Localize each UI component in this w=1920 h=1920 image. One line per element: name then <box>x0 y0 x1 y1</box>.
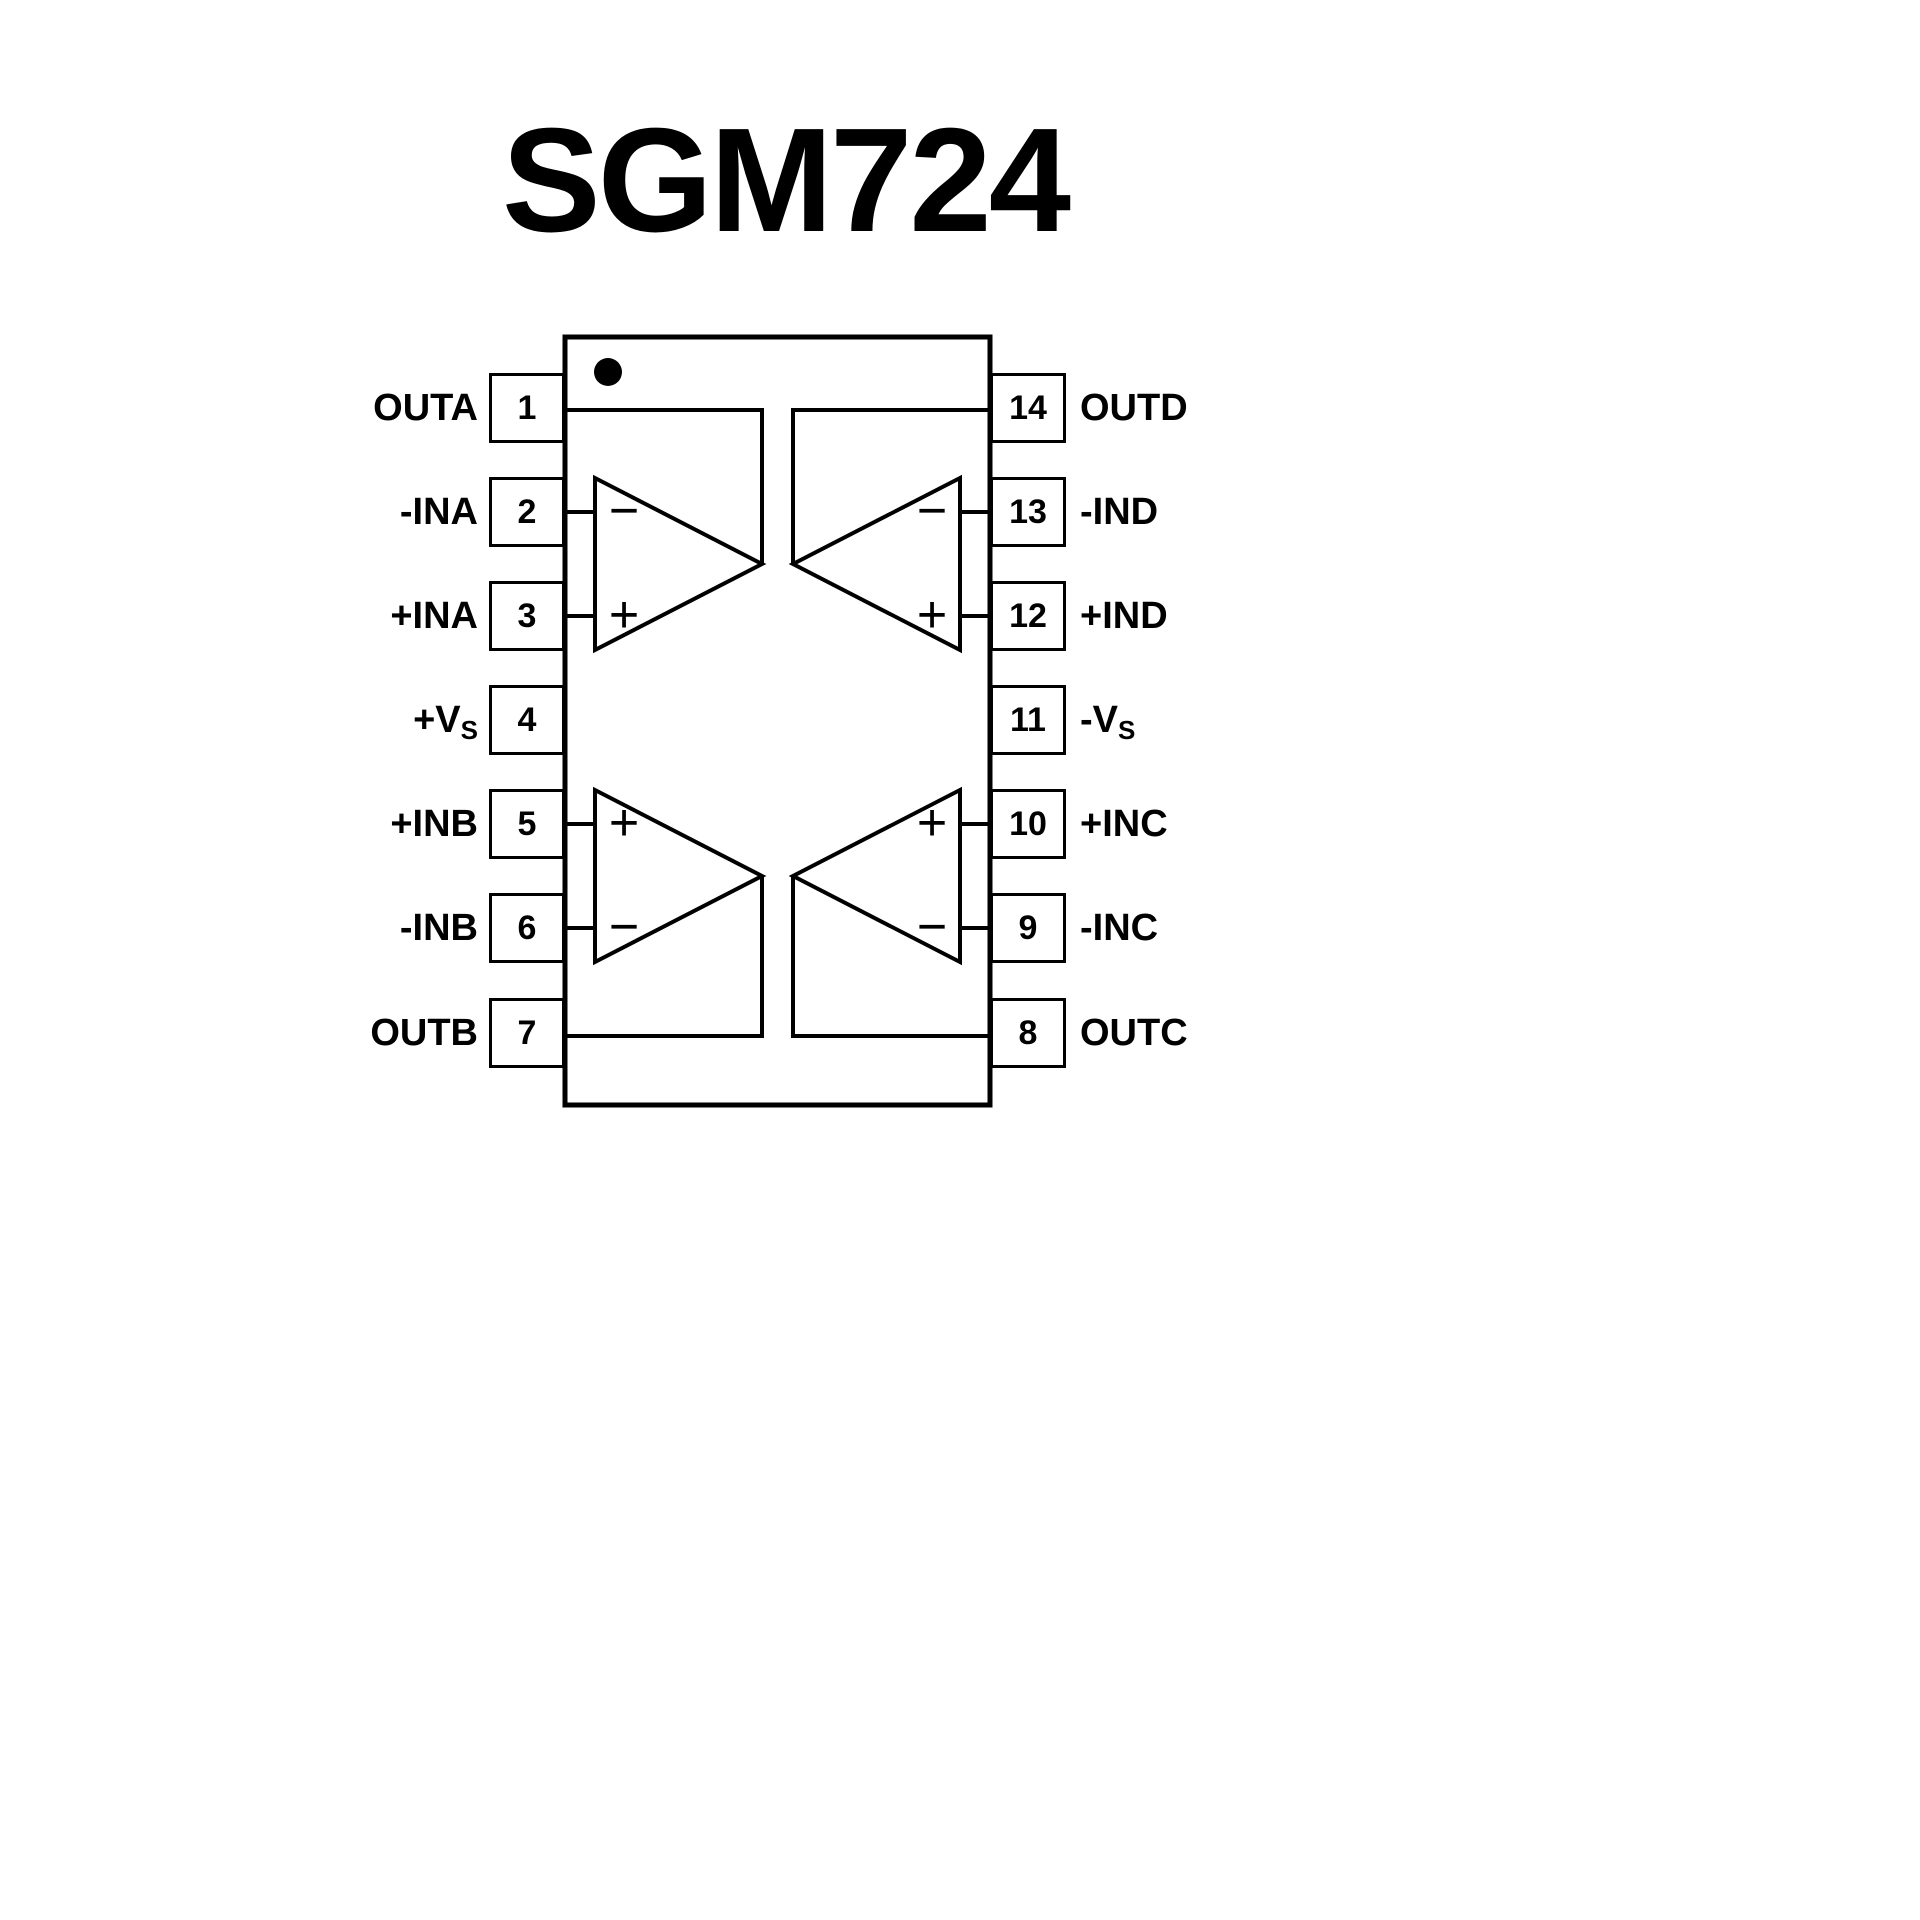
pin-box-2: 2 <box>489 477 565 547</box>
pin-box-6: 6 <box>489 893 565 963</box>
pin1-marker-dot <box>594 358 622 386</box>
pin-number-10: 10 <box>1009 804 1047 843</box>
pin-label-inb-neg: -INB <box>250 902 478 954</box>
pin-box-8: 8 <box>990 998 1066 1068</box>
opamp-a-triangle <box>593 474 767 654</box>
opamp-a-top-sign: − <box>609 482 639 540</box>
pin-label-text: -V <box>1080 699 1118 741</box>
pin-label-inc-pos: +INC <box>1080 798 1360 850</box>
pin-label-inb-pos: +INB <box>250 798 478 850</box>
opamp-c-triangle <box>788 786 962 966</box>
pin-label-vs-pos: +VS <box>250 694 478 746</box>
outc-wire <box>791 877 990 1038</box>
outd-wire <box>791 408 990 563</box>
pin-label-outc: OUTC <box>1080 1007 1360 1059</box>
page-title: SGM724 <box>501 98 1071 263</box>
pin-label-text: +INB <box>390 803 478 845</box>
pin-number-6: 6 <box>517 908 537 947</box>
opamp-b-triangle <box>593 786 767 966</box>
pin-number-9: 9 <box>1018 908 1038 947</box>
opamp-c-top-sign: + <box>917 794 947 852</box>
opamp-d-top-sign: − <box>917 482 947 540</box>
pin-box-13: 13 <box>990 477 1066 547</box>
pin-box-5: 5 <box>489 789 565 859</box>
outa-wire <box>565 408 764 563</box>
pin-number-14: 14 <box>1009 388 1047 427</box>
pin-number-3: 3 <box>517 596 537 635</box>
ic-body <box>562 334 993 1108</box>
pin-number-4: 4 <box>517 700 537 739</box>
pin-label-text: OUTA <box>373 387 478 429</box>
pin-box-11: 11 <box>990 685 1066 755</box>
pin-label-vs-neg: -VS <box>1080 694 1360 746</box>
opamp-b-top-sign: + <box>609 794 639 852</box>
pin-label-text: -INA <box>399 491 478 533</box>
pin-box-12: 12 <box>990 581 1066 651</box>
pin-number-11: 11 <box>1010 700 1046 739</box>
pin-box-9: 9 <box>990 893 1066 963</box>
pin-label-text: -INB <box>399 907 478 949</box>
pin-number-2: 2 <box>517 492 537 531</box>
pin-label-text: OUTD <box>1080 387 1188 429</box>
pin-label-text: OUTB <box>370 1012 478 1054</box>
pin-box-14: 14 <box>990 373 1066 443</box>
pin-box-3: 3 <box>489 581 565 651</box>
pin-box-7: 7 <box>489 998 565 1068</box>
pin-label-inc-neg: -INC <box>1080 902 1360 954</box>
pin-number-12: 12 <box>1009 596 1047 635</box>
pin-number-5: 5 <box>517 804 537 843</box>
outb-wire <box>565 877 764 1038</box>
pin-label-text: +INC <box>1080 803 1168 845</box>
pin-label-text: +V <box>413 699 461 741</box>
pin-number-8: 8 <box>1018 1013 1038 1052</box>
pin-number-7: 7 <box>517 1013 537 1052</box>
opamp-b-bottom-sign: − <box>609 898 639 956</box>
pin-label-text: -INC <box>1080 907 1159 949</box>
pin-label-text: +INA <box>390 595 478 637</box>
pin-label-outd: OUTD <box>1080 382 1360 434</box>
pin-box-1: 1 <box>489 373 565 443</box>
opamp-d-bottom-sign: + <box>917 586 947 644</box>
pin-label-subscript: S <box>460 715 478 745</box>
opamp-a-bottom-sign: + <box>609 586 639 644</box>
pin-label-text: -IND <box>1080 491 1159 533</box>
pin-label-subscript: S <box>1118 715 1136 745</box>
pin-label-outb: OUTB <box>250 1007 478 1059</box>
pin-label-ina-pos: +INA <box>250 590 478 642</box>
pin-label-ind-neg: -IND <box>1080 486 1360 538</box>
pin-number-1: 1 <box>517 388 537 427</box>
pin-box-10: 10 <box>990 789 1066 859</box>
pin-label-outa: OUTA <box>250 382 478 434</box>
pin-label-ind-pos: +IND <box>1080 590 1360 642</box>
opamp-c-bottom-sign: − <box>917 898 947 956</box>
pin-label-text: +IND <box>1080 595 1168 637</box>
opamp-d-triangle <box>788 474 962 654</box>
pin-label-text: OUTC <box>1080 1012 1188 1054</box>
pin-label-ina-neg: -INA <box>250 486 478 538</box>
pin-number-13: 13 <box>1009 492 1047 531</box>
pin-box-4: 4 <box>489 685 565 755</box>
